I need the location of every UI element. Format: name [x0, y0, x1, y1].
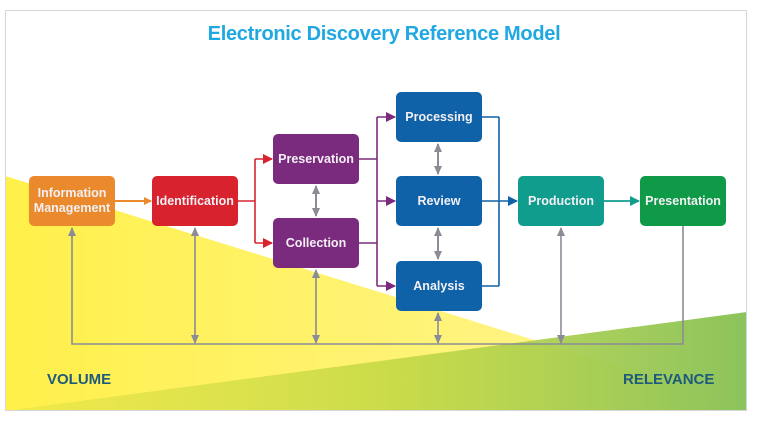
stage-identification[interactable]: Identification [152, 176, 238, 226]
identification-branch-connector [238, 154, 273, 248]
stage-collection[interactable]: Collection [273, 218, 359, 268]
stage-review[interactable]: Review [396, 176, 482, 226]
volume-label: VOLUME [47, 371, 112, 388]
feedback-loop [68, 226, 684, 345]
preservation-collection-branch-connector [358, 112, 396, 291]
processing-review-analysis-merge-connector [481, 116, 518, 287]
stage-preservation[interactable]: Preservation [273, 134, 359, 184]
stage-presentation[interactable]: Presentation [640, 176, 726, 226]
diagram-title: Electronic Discovery Reference Model [207, 23, 561, 45]
stage-production[interactable]: Production [518, 176, 604, 226]
stage-processing[interactable]: Processing [396, 92, 482, 142]
stage-analysis[interactable]: Analysis [396, 261, 482, 311]
relevance-label: RELEVANCE [623, 371, 715, 388]
stage-information-management[interactable]: Information Management [29, 176, 115, 226]
